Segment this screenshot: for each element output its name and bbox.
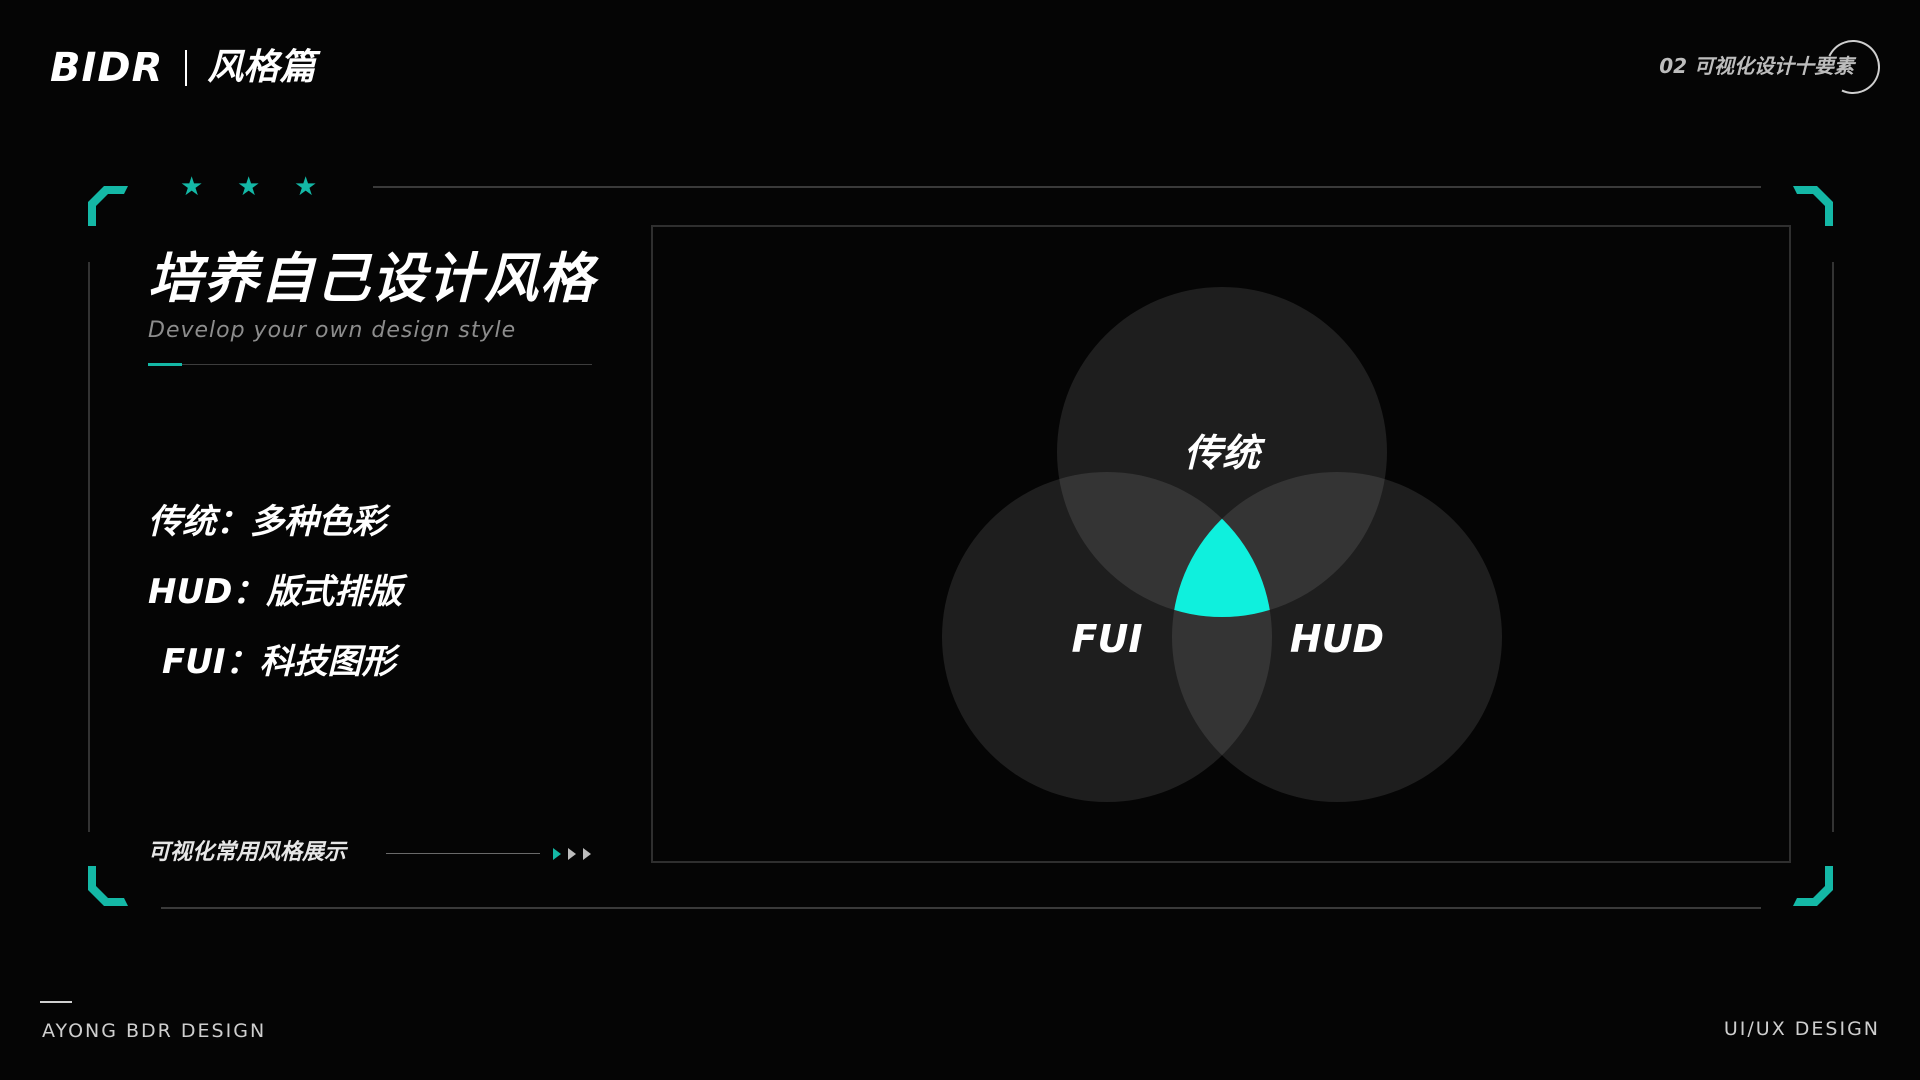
corner-bracket-icon bbox=[88, 186, 128, 226]
corner-bracket-icon bbox=[1793, 186, 1833, 226]
frame-left-line bbox=[88, 262, 90, 832]
frame-right-line bbox=[1832, 262, 1834, 832]
arrow-right-icon bbox=[553, 848, 561, 860]
venn-circle-fui bbox=[942, 472, 1272, 802]
page-subtitle: Develop your own design style bbox=[148, 318, 517, 343]
caption: 可视化常用风格展示 bbox=[148, 840, 347, 865]
diagram-panel bbox=[651, 225, 1791, 863]
corner-bracket-icon bbox=[1793, 866, 1833, 906]
frame-bottom-line bbox=[161, 907, 1761, 909]
star-icon: ★ bbox=[180, 172, 204, 202]
venn-label-traditional: 传统 bbox=[1184, 431, 1266, 475]
star-icon: ★ bbox=[237, 172, 261, 202]
style-item-hud: HUD：版式排版 bbox=[148, 572, 403, 612]
corner-bracket-icon bbox=[88, 866, 128, 906]
chapter-label: 02 可视化设计十要素 bbox=[1659, 54, 1854, 78]
venn-circle-hud bbox=[1172, 472, 1502, 802]
frame-top-line bbox=[373, 186, 1761, 188]
arrow-right-icon bbox=[583, 848, 591, 860]
star-icon: ★ bbox=[294, 172, 318, 202]
title-divider bbox=[148, 364, 592, 365]
footer-rule bbox=[40, 1001, 72, 1003]
venn-circle-traditional bbox=[1057, 287, 1387, 617]
venn-label-fui: FUI bbox=[1072, 617, 1143, 661]
style-item-fui: FUI：科技图形 bbox=[162, 642, 396, 682]
footer-brand: AYONG BDR DESIGN bbox=[42, 1020, 267, 1042]
section-title: 风格篇 bbox=[207, 47, 316, 88]
style-item-traditional: 传统：多种色彩 bbox=[148, 502, 386, 542]
venn-label-hud: HUD bbox=[1290, 617, 1384, 661]
page-title: 培养自己设计风格 bbox=[148, 247, 596, 310]
caption-line bbox=[386, 853, 540, 854]
brand-divider bbox=[185, 50, 188, 86]
footer-tagline: UI/UX DESIGN bbox=[1723, 1018, 1880, 1040]
title-divider-accent bbox=[148, 363, 182, 366]
arrow-right-icon bbox=[568, 848, 576, 860]
brand-logo: BIDR bbox=[50, 45, 164, 91]
brand-header: BIDR 风格篇 bbox=[50, 44, 315, 92]
